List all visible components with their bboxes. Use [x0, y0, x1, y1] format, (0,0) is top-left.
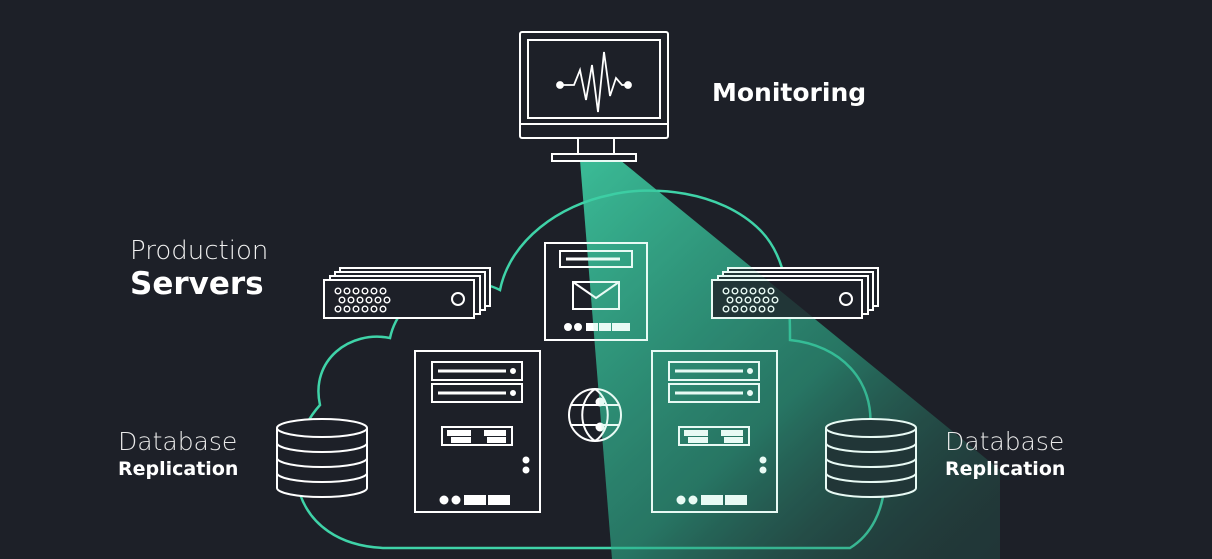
- database-replication-label-left: Database Replication: [118, 427, 238, 481]
- db-left-label-line1: Database: [118, 427, 238, 456]
- production-servers-label: Production Servers: [130, 235, 268, 301]
- monitor-icon: [519, 31, 669, 162]
- monitor-beam-overlay: [580, 160, 1000, 559]
- db-right-label-line2: Replication: [945, 458, 1066, 480]
- db-left-label-line2: Replication: [118, 458, 239, 480]
- production-label-line2: Servers: [130, 266, 264, 302]
- db-right-label-line1: Database: [945, 427, 1065, 456]
- rack-server-vents: [722, 287, 779, 313]
- production-label-line1: Production: [130, 236, 269, 266]
- tower-server-icon: [651, 350, 778, 513]
- monitoring-label: Monitoring: [712, 78, 867, 107]
- rack-server-icon: [711, 267, 879, 319]
- database-icon: [276, 418, 368, 498]
- rack-server-vents: [334, 287, 391, 313]
- rack-server-icon: [323, 267, 491, 319]
- heartbeat-icon: [556, 51, 632, 113]
- database-icon: [825, 418, 917, 498]
- database-replication-label-right: Database Replication: [945, 427, 1065, 481]
- mail-server-icon: [544, 242, 648, 341]
- tower-server-icon: [414, 350, 541, 513]
- network-globe-icon: [568, 388, 622, 442]
